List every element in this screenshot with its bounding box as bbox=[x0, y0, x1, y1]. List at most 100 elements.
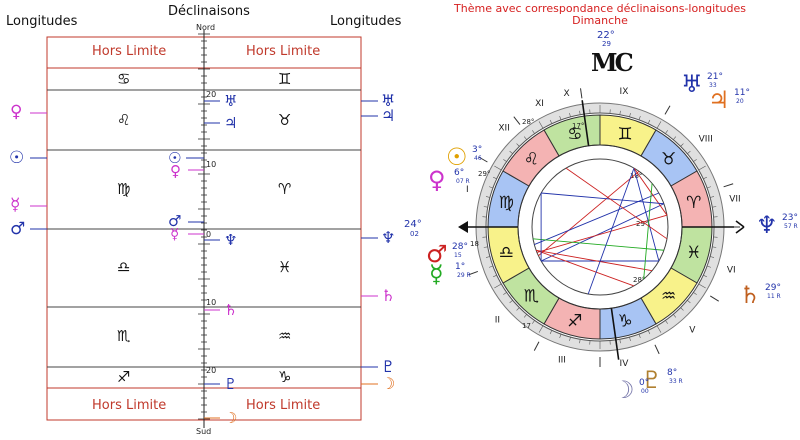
scale-tick-label: 20 bbox=[206, 90, 217, 99]
degree-tick bbox=[532, 130, 535, 134]
moon-icon: ☽ bbox=[224, 409, 238, 427]
degree-tick bbox=[656, 325, 662, 333]
cusp-degree: 29° bbox=[478, 170, 490, 178]
degree-tick bbox=[538, 325, 544, 333]
degree-tick bbox=[483, 246, 488, 248]
degree-tick bbox=[712, 206, 717, 208]
planet-minutes: 33 R bbox=[669, 378, 683, 385]
gemini-icon: ♊ bbox=[617, 124, 632, 144]
house-label-IX: IX bbox=[620, 87, 629, 97]
planet-label: ♂28°15 bbox=[426, 242, 468, 266]
jupiter-icon: ♃ bbox=[708, 86, 730, 114]
taurus-icon: ♉ bbox=[661, 149, 676, 169]
degree-tick bbox=[693, 159, 697, 162]
degree-tick bbox=[494, 283, 502, 289]
degree-tick bbox=[703, 176, 708, 180]
venus-icon: ♀ bbox=[170, 162, 181, 180]
degree-tick bbox=[638, 116, 641, 120]
scorpio-icon: ♏ bbox=[117, 327, 131, 345]
house-label-I: I bbox=[466, 185, 469, 195]
degree-tick bbox=[665, 130, 668, 134]
degree-tick bbox=[516, 143, 520, 147]
degree-tick bbox=[489, 265, 493, 268]
cusp-degree: 18 bbox=[470, 240, 479, 248]
house-cusp bbox=[709, 295, 719, 302]
sun-icon: ☉ bbox=[9, 148, 25, 168]
degree-tick bbox=[619, 110, 621, 115]
degree-tick bbox=[619, 339, 621, 344]
sun-icon: ☉ bbox=[446, 143, 468, 171]
moon-icon: ☽ bbox=[381, 374, 396, 393]
degree-tick bbox=[710, 256, 715, 258]
degree-tick bbox=[485, 256, 490, 258]
scale-tick-label: 10 bbox=[206, 298, 217, 307]
neptune-icon: ♆ bbox=[756, 211, 778, 239]
degree-tick bbox=[698, 165, 706, 171]
house-label-VIII: VIII bbox=[699, 134, 713, 144]
libra-icon: ♎ bbox=[117, 258, 131, 276]
libra-icon: ♎ bbox=[499, 243, 514, 263]
planet-degree: 6° bbox=[454, 168, 465, 178]
degree-tick bbox=[698, 283, 706, 289]
planet-minutes: 29 R bbox=[457, 272, 471, 279]
planet-degree: 1° bbox=[455, 262, 466, 272]
planet-label: ♃11°20 bbox=[708, 86, 750, 114]
planet-degree: 3° bbox=[472, 145, 483, 155]
cusp-degree: 28° bbox=[633, 276, 645, 284]
header-longitudes-left: Longitudes bbox=[6, 14, 78, 29]
house-label-II: II bbox=[495, 315, 500, 325]
degree-tick bbox=[656, 121, 662, 129]
leo-icon: ♌ bbox=[524, 149, 539, 169]
capricorn-icon: ♑ bbox=[617, 312, 632, 332]
degree-tick bbox=[516, 307, 520, 311]
aspect-line bbox=[633, 167, 660, 262]
degree-tick bbox=[492, 274, 497, 278]
degree-tick bbox=[483, 206, 488, 208]
saturn-icon: ♄ bbox=[739, 281, 761, 309]
planet-degree: 28° bbox=[452, 242, 468, 252]
capricorn-icon: ♑ bbox=[278, 368, 292, 386]
aspect-line bbox=[536, 214, 668, 253]
uranus-icon: ♅ bbox=[224, 92, 238, 110]
asc-minutes: 02 bbox=[410, 230, 419, 238]
mc-label: MC bbox=[591, 48, 634, 77]
hors-limite-bottom-left: Hors Limite bbox=[92, 398, 167, 413]
saturn-icon: ♄ bbox=[224, 301, 238, 319]
house-label-XI: XI bbox=[535, 99, 544, 109]
planet-minutes: 15 bbox=[454, 252, 462, 259]
virgo-icon: ♍ bbox=[117, 180, 131, 198]
north-label: Nord bbox=[196, 23, 216, 32]
planet-minutes: 33 bbox=[709, 82, 717, 89]
dsc-arrow-icon bbox=[735, 220, 745, 234]
header-longitudes-right: Longitudes bbox=[330, 14, 402, 29]
degree-tick bbox=[647, 119, 651, 124]
degree-tick bbox=[680, 307, 684, 311]
degree-tick bbox=[509, 150, 513, 154]
planet-minutes: 07 R bbox=[456, 178, 470, 185]
cusp-degree: 17° bbox=[572, 122, 584, 130]
hors-limite-top-right: Hors Limite bbox=[246, 44, 321, 59]
taurus-icon: ♉ bbox=[278, 111, 292, 129]
mercury-icon: ☿ bbox=[170, 225, 180, 243]
degree-tick bbox=[489, 186, 493, 189]
house-label-XII: XII bbox=[498, 124, 509, 134]
degree-tick bbox=[712, 246, 717, 248]
mercury-icon: ☿ bbox=[429, 260, 444, 288]
gemini-icon: ♊ bbox=[278, 70, 292, 88]
leo-icon: ♌ bbox=[117, 111, 131, 129]
degree-tick bbox=[638, 334, 641, 338]
aspect-line bbox=[565, 167, 668, 240]
planet-degree: 8° bbox=[667, 368, 678, 378]
degree-tick bbox=[673, 314, 677, 318]
cusp-degree: 29° bbox=[636, 220, 648, 228]
aspect-line bbox=[540, 203, 665, 262]
house-cusp bbox=[580, 88, 583, 99]
house-label-III: III bbox=[558, 356, 566, 366]
house-cusp bbox=[664, 105, 671, 115]
house-label-X: X bbox=[564, 89, 570, 99]
declination-grid bbox=[30, 30, 378, 428]
header-declinaisons: Déclinaisons bbox=[168, 4, 250, 19]
house-cusp bbox=[533, 341, 540, 351]
planet-degree: 11° bbox=[734, 88, 750, 98]
